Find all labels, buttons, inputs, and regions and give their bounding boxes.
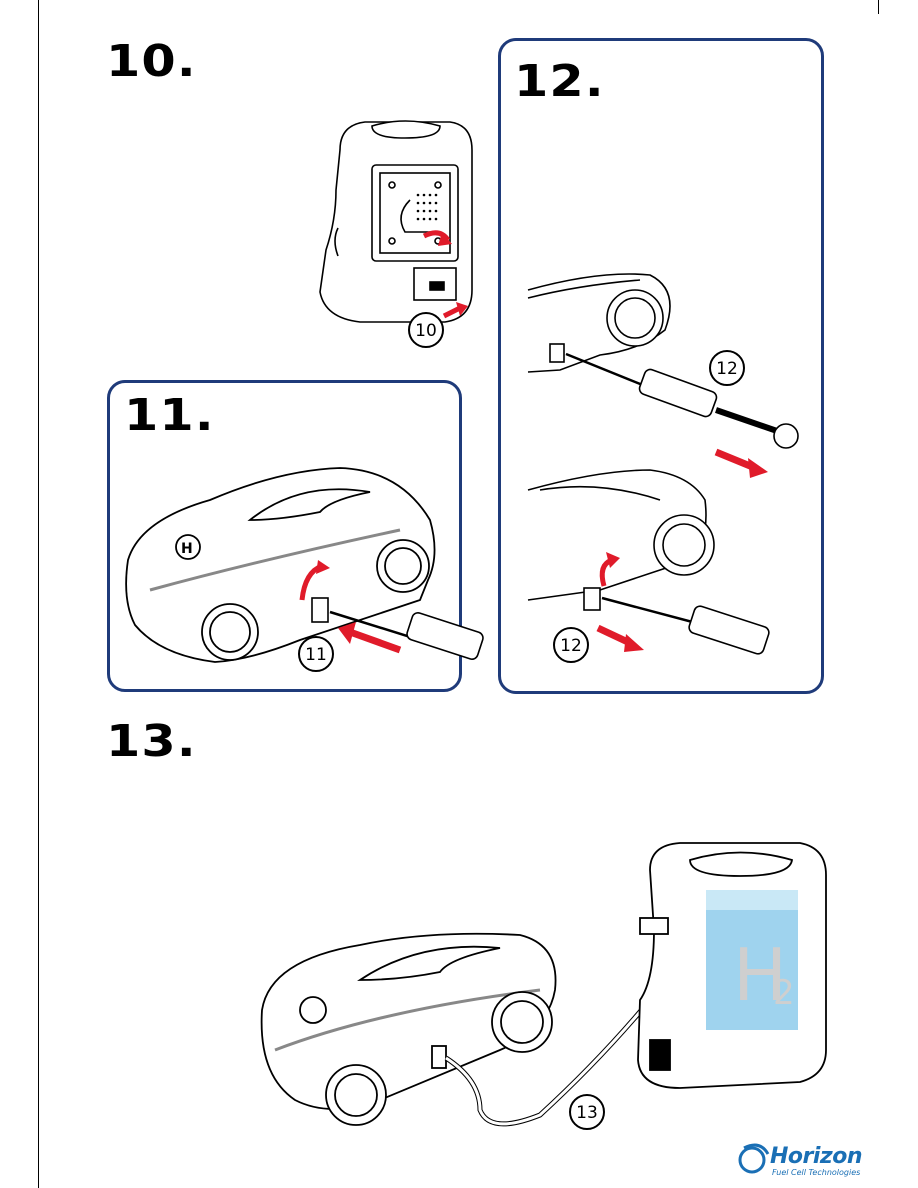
step-10-heading: 10. [106,36,197,87]
tank-h2-subscript: 2 [773,973,795,1013]
tank-h2-label: H [733,933,787,1017]
water-tank [706,890,798,1030]
car-h2-logo: H [181,541,193,557]
step-12-heading: 12. [514,56,605,107]
step-12-panel [498,38,824,694]
callout-12a: 12 [716,359,738,379]
step-13-heading: 13. [106,716,197,767]
page-border-right [878,0,879,14]
callout-11: 11 [305,645,327,665]
logo-name: Horizon [770,1144,863,1169]
logo-tagline: Fuel Cell Technologies [772,1168,861,1177]
callout-13: 13 [576,1103,598,1123]
step-11-panel [107,380,462,692]
page-border-left [38,0,39,1188]
callout-10: 10 [415,321,437,341]
callout-12b: 12 [560,636,582,656]
step-11-heading: 11. [124,390,215,441]
